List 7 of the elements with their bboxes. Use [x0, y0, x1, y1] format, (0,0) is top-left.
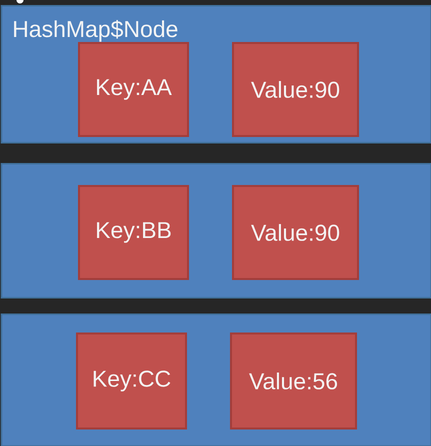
heading: HashMap$Node: [14, 20, 178, 42]
key-box: Key:AA: [78, 42, 189, 137]
value-box: Value:56: [230, 332, 357, 430]
value-box: Value:90: [232, 42, 359, 137]
key-box: Key:CC: [76, 332, 187, 430]
value-box: Value:90: [232, 185, 359, 280]
key-box: Key:BB: [78, 185, 189, 280]
